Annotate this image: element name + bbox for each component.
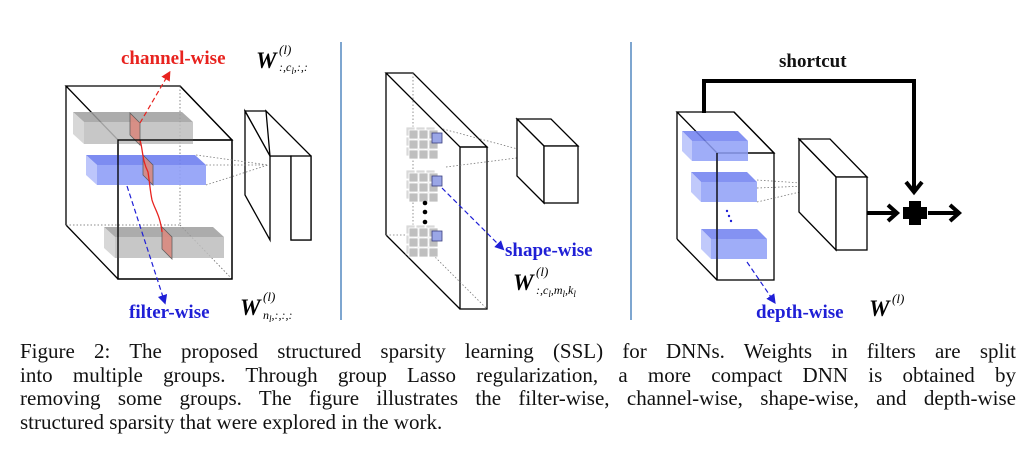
kernel-cube: [405, 224, 443, 258]
caption-line: into multiple groups. Through group Lass…: [20, 362, 1016, 387]
highlighted-weight: [431, 230, 443, 242]
filter-wise-math: W (l) nl,:,:,:: [240, 289, 293, 324]
svg-text:(l): (l): [892, 291, 904, 306]
caption-line: Figure 2: The proposed structured sparsi…: [20, 339, 1016, 363]
blue-depth-block-1: [682, 131, 748, 161]
caption-line: removing some groups. The figure illustr…: [20, 386, 1016, 410]
shortcut-path: [702, 79, 916, 190]
highlighted-weight: [431, 175, 443, 187]
svg-text:nl,:,:,:: nl,:,:,:: [263, 308, 293, 324]
panel-depth: shortcut: [675, 51, 963, 323]
svg-text:W: W: [256, 48, 278, 73]
channel-connector: [139, 139, 163, 233]
ellipsis-dot: [422, 200, 428, 206]
kernel-cube: [405, 126, 443, 160]
shape-arrow: [441, 187, 505, 251]
projection-lines: [442, 128, 541, 168]
shape-wise-math: W (l) :,cl,ml,kl: [513, 264, 576, 299]
output-feature-map: [243, 108, 312, 243]
blue-depth-block-2: [691, 172, 757, 202]
svg-text:W: W: [513, 270, 535, 295]
output-feature-map: [797, 137, 869, 252]
depth-wise-math: W (l): [869, 291, 904, 321]
kernel-cube: [405, 169, 443, 203]
ellipsis-dot: [422, 219, 428, 225]
svg-text:(l): (l): [263, 289, 275, 304]
channel-wise-label: channel-wise: [121, 48, 226, 69]
add-icon: [903, 201, 927, 225]
svg-text::,cl,:,:: :,cl,:,:: [279, 60, 308, 76]
highlighted-weight: [431, 132, 443, 144]
blue-depth-block-3: [701, 229, 767, 259]
channel-slices: [129, 112, 173, 260]
depth-arrow: [746, 261, 776, 304]
svg-text:(l): (l): [279, 42, 291, 57]
svg-text:W: W: [869, 296, 891, 321]
ssl-figure: channel-wise W (l) :,cl,:,: filter-wise …: [64, 42, 963, 324]
shortcut-label: shortcut: [779, 51, 847, 72]
shape-wise-label: shape-wise: [505, 240, 593, 261]
channel-wise-math: W (l) :,cl,:,:: [256, 42, 308, 76]
panel-filter-channel: channel-wise W (l) :,cl,:,: filter-wise …: [64, 42, 312, 324]
shortcut-arrowhead: [904, 180, 924, 196]
figure-caption: Figure 2: The proposed structured sparsi…: [20, 339, 1016, 434]
filter-arrow: [126, 185, 168, 305]
svg-text:W: W: [240, 295, 262, 320]
projection-lines: [195, 154, 269, 186]
filter-wise-label: filter-wise: [129, 302, 210, 323]
svg-text::,cl,ml,kl: :,cl,ml,kl: [536, 283, 576, 299]
svg-text:(l): (l): [536, 264, 548, 279]
output-feature-block: [515, 117, 580, 205]
panel-shape: shape-wise W (l) :,cl,ml,kl: [384, 72, 593, 310]
ellipsis-dot: [422, 209, 428, 215]
caption-line: structured sparsity that were explored i…: [20, 409, 443, 434]
channel-arrow: [139, 70, 171, 124]
depth-wise-label: depth-wise: [756, 302, 844, 323]
kernel-grids: [405, 126, 443, 258]
